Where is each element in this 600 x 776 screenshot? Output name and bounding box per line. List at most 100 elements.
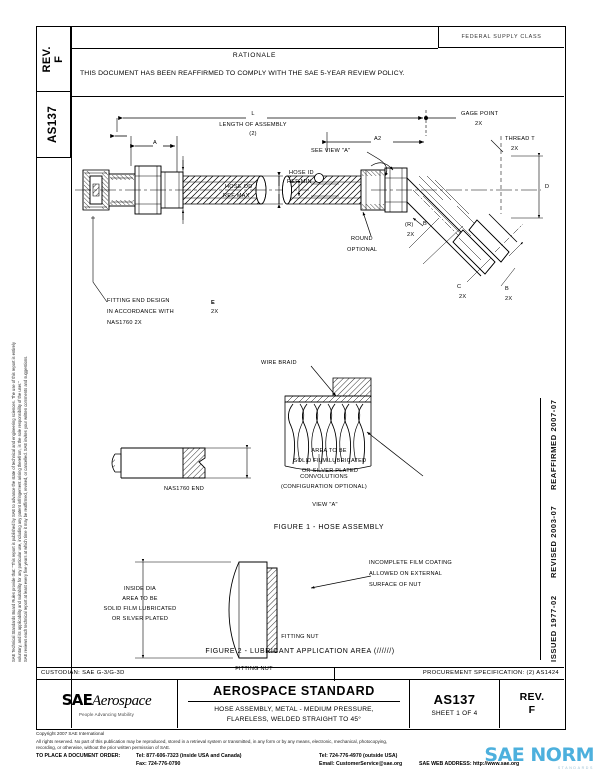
rev-tab-label: REV.	[41, 45, 54, 73]
custodian-divider	[334, 668, 335, 681]
figure-2-caption: FIGURE 2 - LUBRICANT APPLICATION AREA (/…	[205, 648, 395, 655]
rev-tab-value: F	[53, 55, 66, 63]
view-a-label: VIEW "A"	[312, 502, 338, 508]
procurement-spec-label: PROCUREMENT SPECIFICATION: (2) AS1424	[422, 669, 559, 676]
tel-inside-usa: Tel: 877-606-7323 (inside USA and Canada…	[136, 753, 242, 759]
title-block-row-custodian: CUSTODIAN: SAE G-3/G-3D PROCUREMENT SPEC…	[36, 667, 564, 681]
left-margin-line-2: voluntary, and its applicability and sui…	[17, 381, 22, 662]
dim-C-label: C	[457, 284, 462, 290]
hose-id-label: HOSE ID	[289, 170, 314, 176]
left-margin-notes: SAE Technical Standards Board Rules prov…	[0, 150, 34, 670]
area-note-line1: AREA TO BE	[311, 448, 347, 454]
left-margin-line-3: SAE reviews each technical report at lea…	[23, 355, 28, 662]
sae-logo: SAE Aerospace People Advancing Mobility	[36, 680, 177, 728]
title-block: CUSTODIAN: SAE G-3/G-3D PROCUREMENT SPEC…	[36, 667, 564, 728]
copyright-line: Copyright 2007 SAE International	[36, 731, 105, 736]
sae-logo-tagline: People Advancing Mobility	[78, 712, 134, 717]
film-note-line3: SURFACE OF NUT	[369, 582, 422, 588]
tel-outside-usa: Tel: 724-776-4970 (outside USA)	[319, 753, 398, 759]
length-of-assembly-label: LENGTH OF ASSEMBLY	[219, 122, 287, 128]
drawing-canvas: L LENGTH OF ASSEMBLY (2) GAGE POINT 2X A…	[71, 96, 564, 672]
revision-value: F	[528, 704, 536, 716]
fitting-note-line1: FITTING END DESIGN	[107, 298, 170, 304]
rights-line-2: recording, or otherwise, without the pri…	[36, 745, 171, 751]
rights-line-1: All rights reserved. No part of this pub…	[36, 738, 388, 744]
rationale-text: THIS DOCUMENT HAS BEEN REAFFIRMED TO COM…	[80, 70, 405, 77]
nas1760-end-label: NAS1760 END	[163, 486, 205, 492]
rationale-title: RATIONALE	[232, 52, 277, 59]
standard-subtitle: HOSE ASSEMBLY, METAL - MEDIUM PRESSURE, …	[178, 705, 410, 725]
drawing-border	[36, 26, 566, 730]
thread-label: THREAD T	[505, 136, 535, 142]
federal-supply-class-label: FEDERAL SUPPLY CLASS	[461, 33, 542, 40]
standard-subtitle-line2: FLARELESS, WELDED STRAIGHT TO 45°	[226, 715, 362, 723]
order-label: TO PLACE A DOCUMENT ORDER:	[36, 753, 121, 759]
dim-A2-label: A2	[374, 136, 382, 142]
gage-point-label: GAGE POINT	[461, 111, 499, 117]
inside-note-line1: INSIDE DIA	[123, 586, 157, 592]
revision-label: REV.	[519, 690, 545, 703]
technical-drawing	[75, 110, 543, 659]
dim-D-label: D	[545, 184, 550, 190]
web-address: SAE WEB ADDRESS: http://www.sae.org	[419, 761, 520, 767]
document-number: AS137	[433, 691, 476, 707]
fitting-nut-label: FITTING NUT	[235, 666, 273, 672]
left-margin-line-1: SAE Technical Standards Board Rules prov…	[11, 342, 16, 662]
convolutions-line1: CONVOLUTIONS	[300, 474, 348, 480]
fitting-note-line3: NAS1760 2X	[107, 320, 142, 326]
standard-title: AEROSPACE STANDARD	[213, 684, 375, 698]
dim-B2-qty: 2X	[505, 296, 513, 302]
rationale-divider	[71, 48, 438, 49]
dim-R-qty: 2X	[407, 232, 415, 238]
header-rule	[71, 96, 564, 97]
rev-tab: REV. F	[36, 26, 71, 92]
inside-note-line4: OR SILVER PLATED	[111, 616, 169, 622]
document-number-tab: AS137	[36, 92, 71, 158]
dim-E-qty: 2X	[211, 309, 219, 315]
length-note: (2)	[249, 131, 257, 137]
email-address: Email: CustomerService@sae.org	[319, 761, 403, 767]
fax-number: Fax: 724-776-0790	[136, 761, 181, 767]
figure-1-caption: FIGURE 1 - HOSE ASSEMBLY	[273, 524, 385, 531]
hose-id-sub: REF MIN	[287, 179, 312, 185]
document-number-tab-label: AS137	[47, 105, 60, 144]
dim-C-qty: 2X	[459, 294, 467, 300]
dim-L-label: L	[251, 111, 255, 117]
right-margin-rule	[540, 398, 541, 660]
see-view-a-label: SEE VIEW "A"	[311, 148, 351, 154]
film-note-line2: ALLOWED ON EXTERNAL	[369, 571, 443, 577]
revision-cell: REV. F	[499, 680, 564, 728]
dim-A-label: A	[153, 140, 157, 146]
federal-supply-class-box: FEDERAL SUPPLY CLASS	[438, 26, 564, 48]
dim-B2-label: B	[505, 286, 509, 292]
document-number-cell: AS137 SHEET 1 OF 4	[409, 680, 499, 728]
dim-B-label: B	[423, 221, 427, 227]
sae-logo-word: Aerospace	[92, 693, 152, 709]
inside-note-line3: SOLID FILM LUBRICATED	[103, 606, 177, 612]
fitting-nut-caption: FITTING NUT	[281, 634, 319, 640]
film-note-line1: INCOMPLETE FILM COATING	[369, 560, 453, 566]
gage-point-qty: 2X	[475, 121, 483, 127]
area-note-line2: SOLID FILM LUBRICATED	[293, 458, 367, 464]
sheet-number: SHEET 1 OF 4	[431, 709, 478, 717]
footer-legal: Copyright 2007 SAE International All rig…	[36, 731, 564, 752]
inside-note-line2: AREA TO BE	[122, 596, 158, 602]
inner-border	[71, 26, 565, 728]
hose-od-label: HOSE OD	[225, 184, 253, 190]
fitting-note-line2: IN ACCORDANCE WITH	[107, 309, 174, 315]
dim-E-label: E	[211, 300, 215, 306]
standard-title-cell: AEROSPACE STANDARD HOSE ASSEMBLY, METAL …	[177, 680, 409, 728]
standard-title-rule	[188, 701, 400, 702]
wire-braid-label: WIRE BRAID	[261, 360, 297, 366]
custodian-label: CUSTODIAN: SAE G-3/G-3D	[41, 669, 125, 676]
title-block-row-main: SAE Aerospace People Advancing Mobility …	[36, 680, 564, 728]
thread-qty: 2X	[511, 146, 519, 152]
round-optional-line2: OPTIONAL	[347, 247, 378, 253]
convolutions-line2: (CONFIGURATION OPTIONAL)	[280, 484, 368, 490]
standard-subtitle-line1: HOSE ASSEMBLY, METAL - MEDIUM PRESSURE,	[214, 706, 374, 713]
dim-R-label: (R)	[405, 222, 414, 228]
hose-od-sub: REF MAX	[223, 193, 250, 199]
sae-logo-mark: SAE	[61, 691, 93, 709]
round-optional-line1: ROUND	[351, 236, 373, 242]
